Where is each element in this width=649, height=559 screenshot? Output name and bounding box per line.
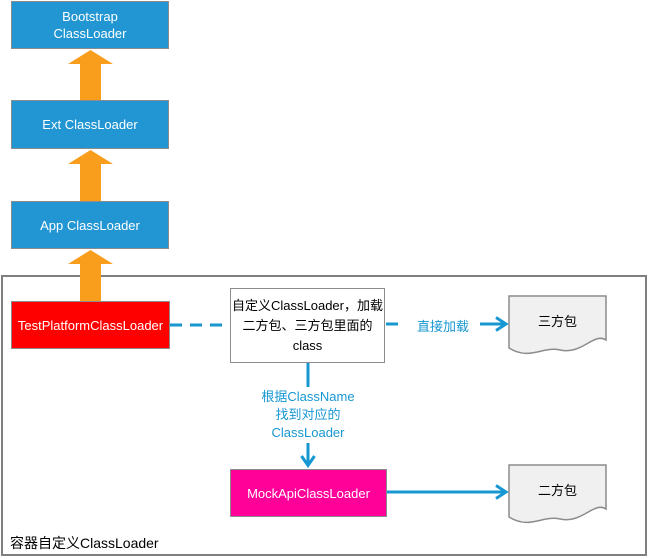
document-shape-icon [508, 464, 607, 524]
third-party-package-label: 三方包 [537, 313, 577, 329]
delegation-arrow-app-to-ext-icon [68, 150, 113, 201]
second-party-package-doc: 二方包 [508, 464, 607, 527]
second-party-package-label: 二方包 [537, 482, 577, 498]
find-loader-edge-label: 根据ClassName 找到对应的 ClassLoader [244, 387, 372, 443]
note-line3: class [292, 337, 323, 353]
note-line2: 二方包、三方包里面的 [242, 317, 373, 333]
testplatform-classloader-box: TestPlatformClassLoader [11, 301, 170, 349]
third-party-package-doc: 三方包 [508, 295, 607, 358]
testplatform-classloader-label: TestPlatformClassLoader [17, 317, 164, 333]
find-loader-line1: 根据ClassName [261, 389, 355, 404]
note-line1: 自定义ClassLoader，加载 [232, 297, 383, 313]
bootstrap-classloader-label-line1: Bootstrap [62, 9, 118, 24]
mockapi-classloader-label: MockApiClassLoader [247, 485, 370, 501]
bootstrap-classloader-label-line2: ClassLoader [53, 26, 127, 41]
custom-classloader-note-box: 自定义ClassLoader，加载 二方包、三方包里面的 class [230, 288, 385, 363]
mockapi-classloader-box: MockApiClassLoader [230, 469, 387, 517]
find-loader-line2: 找到对应的 [275, 407, 341, 422]
delegation-arrow-ext-to-bootstrap-icon [68, 50, 113, 100]
app-classloader-box: App ClassLoader [11, 201, 169, 249]
container-title: 容器自定义ClassLoader [10, 535, 159, 551]
ext-classloader-box: Ext ClassLoader [11, 100, 169, 149]
app-classloader-label: App ClassLoader [40, 217, 140, 233]
document-shape-icon [508, 295, 607, 355]
direct-load-edge-label: 直接加载 [406, 315, 480, 336]
bootstrap-classloader-box: Bootstrap ClassLoader [11, 1, 169, 49]
find-loader-line3: ClassLoader [271, 425, 345, 440]
ext-classloader-label: Ext ClassLoader [42, 117, 138, 132]
